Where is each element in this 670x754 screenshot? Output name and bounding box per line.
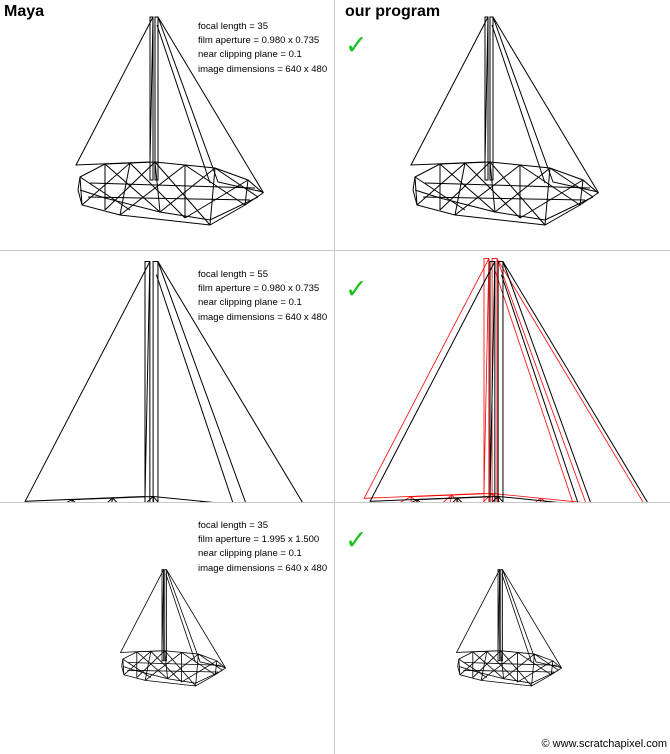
maya-render-row-1 (0, 0, 334, 250)
boat-wireframe (75, 16, 265, 226)
maya-render-row-2 (0, 251, 334, 502)
boat-wireframe (119, 569, 227, 687)
film-aperture-label: film aperture = 0.980 x 0.735 (198, 35, 320, 47)
near-clip-label: near clipping plane = 0.1 (198, 548, 302, 560)
row-divider-2 (0, 502, 670, 503)
check-icon: ✓ (345, 274, 368, 304)
near-clip-label: near clipping plane = 0.1 (198, 49, 302, 61)
focal-length-label: focal length = 55 (198, 269, 268, 280)
check-icon: ✓ (345, 30, 368, 60)
row-divider-1 (0, 250, 670, 251)
boat-wireframe (363, 258, 648, 502)
camera-params-row-2: focal length = 55 film aperture = 0.980 … (198, 268, 327, 325)
check-icon: ✓ (345, 525, 368, 555)
near-clip-label: near clipping plane = 0.1 (198, 297, 302, 309)
image-dimensions-label: image dimensions = 640 x 480 (198, 311, 328, 323)
image-dimensions-label: image dimensions = 640 x 480 (198, 562, 328, 574)
boat-wireframe (24, 261, 303, 502)
film-aperture-label: film aperture = 0.980 x 0.735 (198, 283, 320, 295)
boat-wireframe (455, 569, 563, 687)
focal-length-label: focal length = 35 (198, 21, 268, 32)
boat-wireframe (410, 16, 600, 226)
copyright-notice: © www.scratchapixel.com (541, 738, 667, 750)
maya-header: Maya (4, 3, 45, 20)
focal-length-label: focal length = 35 (198, 520, 268, 531)
our-program-header: our program (345, 3, 441, 20)
image-dimensions-label: image dimensions = 640 x 480 (198, 63, 328, 75)
program-render-row-2 (335, 251, 670, 502)
program-render-row-3 (335, 503, 670, 754)
maya-render-row-3 (0, 503, 334, 754)
column-divider (334, 0, 335, 754)
program-render-row-1 (335, 0, 670, 250)
camera-params-row-1: focal length = 35 film aperture = 0.980 … (198, 20, 327, 77)
camera-params-row-3: focal length = 35 film aperture = 1.995 … (198, 519, 327, 576)
film-aperture-label: film aperture = 1.995 x 1.500 (198, 534, 320, 546)
